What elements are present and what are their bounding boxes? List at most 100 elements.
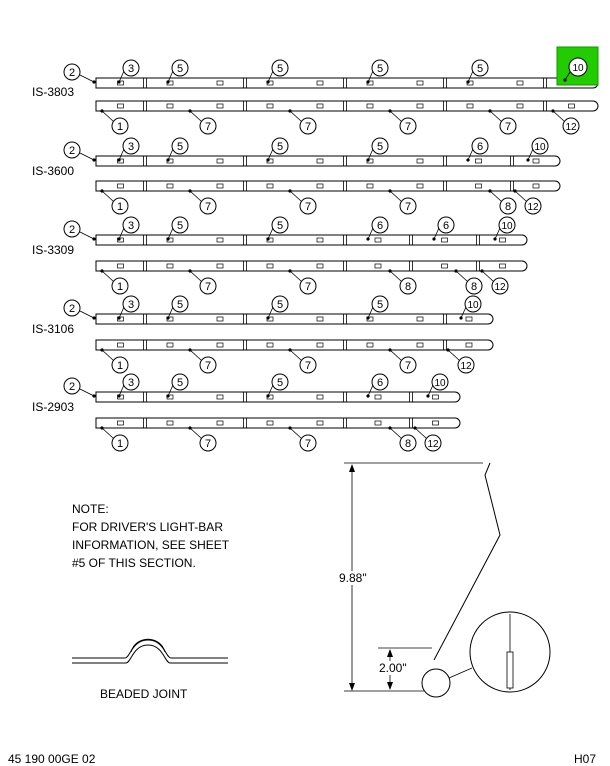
callout-part-5-label: 5 bbox=[477, 63, 483, 75]
callout-part-5-label: 5 bbox=[377, 63, 383, 75]
leader-line bbox=[118, 227, 125, 240]
leader-line bbox=[494, 227, 501, 240]
leader-dot bbox=[563, 78, 567, 82]
callout-part-10: 10 bbox=[426, 373, 449, 398]
callout-part-10-circle bbox=[531, 137, 549, 155]
mounting-slot bbox=[416, 158, 424, 164]
callout-part-5-label: 5 bbox=[277, 63, 283, 75]
mounting-slot bbox=[466, 103, 474, 109]
callout-part-7-label: 7 bbox=[205, 281, 211, 293]
callout-part-2-circle bbox=[63, 220, 81, 238]
leader-line bbox=[79, 388, 95, 397]
leader-dot bbox=[166, 316, 170, 320]
callout-part-6: 6 bbox=[366, 216, 389, 241]
mounting-slot bbox=[499, 237, 506, 243]
leader-line bbox=[79, 231, 95, 240]
mounting-slot bbox=[117, 394, 124, 400]
leader-dot bbox=[513, 189, 517, 193]
callout-part-6-label: 6 bbox=[443, 220, 449, 232]
callout-part-2-circle bbox=[63, 299, 81, 317]
callout-part-7-circle bbox=[199, 277, 217, 295]
callout-part-7-label: 7 bbox=[305, 281, 311, 293]
callout-part-1-circle bbox=[111, 356, 129, 374]
callout-part-6-circle bbox=[437, 216, 455, 234]
callout-part-1: 1 bbox=[100, 109, 129, 135]
mounting-slot bbox=[516, 80, 524, 86]
callout-part-12-circle bbox=[491, 277, 509, 295]
mounting-slot bbox=[441, 237, 448, 243]
callout-part-5: 5 bbox=[266, 137, 289, 162]
callout-part-8: 8 bbox=[388, 269, 417, 295]
leader-dot bbox=[266, 237, 270, 241]
leader-dot bbox=[166, 80, 170, 84]
leader-line bbox=[460, 306, 467, 319]
callout-part-2-circle bbox=[63, 63, 81, 81]
callout-part-7-circle bbox=[499, 117, 517, 135]
leader-line bbox=[489, 190, 502, 202]
callout-part-8-label: 8 bbox=[505, 201, 511, 213]
callout-part-10: 10 bbox=[493, 216, 516, 241]
note-line: FOR DRIVER'S LIGHT-BAR bbox=[72, 520, 223, 534]
leader-line bbox=[189, 427, 202, 439]
leader-line bbox=[289, 190, 302, 202]
leader-dot bbox=[288, 269, 292, 273]
mounting-slot bbox=[475, 158, 482, 164]
callout-part-1: 1 bbox=[100, 269, 129, 295]
callout-part-7: 7 bbox=[388, 109, 417, 135]
leader-line bbox=[389, 190, 402, 202]
callout-part-3: 3 bbox=[117, 137, 140, 162]
mounting-slot bbox=[166, 103, 174, 109]
callout-part-7-label: 7 bbox=[305, 201, 311, 213]
mounting-slot bbox=[166, 183, 174, 189]
callout-part-7: 7 bbox=[488, 109, 517, 135]
leader-dot bbox=[188, 426, 192, 430]
upper-bar bbox=[95, 234, 528, 246]
callout-part-1-label: 1 bbox=[117, 438, 123, 450]
callout-part-8-label: 8 bbox=[471, 281, 477, 293]
callout-part-7-label: 7 bbox=[205, 201, 211, 213]
leader-line bbox=[189, 270, 202, 282]
leader-dot bbox=[188, 269, 192, 273]
leader-line bbox=[167, 306, 174, 319]
mounting-slot bbox=[374, 237, 382, 243]
callout-part-7-label: 7 bbox=[205, 121, 211, 133]
mounting-slot bbox=[216, 183, 224, 189]
callout-part-10: 10 bbox=[459, 295, 482, 320]
callout-part-12: 12 bbox=[513, 189, 542, 215]
mounting-slot bbox=[216, 420, 224, 426]
callout-part-7: 7 bbox=[288, 348, 317, 374]
leader-dot bbox=[388, 189, 392, 193]
leader-dot bbox=[117, 158, 121, 162]
callout-part-3-circle bbox=[122, 59, 140, 77]
callout-part-3-label: 3 bbox=[128, 220, 134, 232]
mounting-slot bbox=[117, 183, 124, 189]
callout-part-8-label: 8 bbox=[405, 438, 411, 450]
callout-part-5-circle bbox=[371, 295, 389, 313]
leader-line bbox=[289, 427, 302, 439]
leader-line bbox=[414, 427, 427, 439]
callout-part-5: 5 bbox=[466, 59, 489, 84]
mounting-slot bbox=[416, 183, 424, 189]
leader-line bbox=[467, 148, 474, 161]
mounting-slot bbox=[316, 80, 324, 86]
leader-dot bbox=[454, 269, 458, 273]
callout-part-3: 3 bbox=[117, 59, 140, 84]
callout-part-10-circle bbox=[464, 295, 482, 313]
callout-part-8: 8 bbox=[488, 189, 517, 215]
leader-line bbox=[367, 148, 374, 161]
callout-part-12: 12 bbox=[413, 426, 442, 452]
callout-part-8-label: 8 bbox=[405, 281, 411, 293]
callout-part-1-label: 1 bbox=[117, 201, 123, 213]
mounting-slot bbox=[117, 342, 124, 348]
mounting-slot bbox=[216, 394, 224, 400]
callout-part-8-circle bbox=[465, 277, 483, 295]
callout-part-5-circle bbox=[171, 373, 189, 391]
leader-line bbox=[101, 349, 114, 361]
joint-profile-line bbox=[72, 644, 228, 664]
callout-part-5: 5 bbox=[166, 59, 189, 84]
mounting-slot bbox=[366, 183, 374, 189]
mounting-slot bbox=[216, 263, 224, 269]
callout-part-5-label: 5 bbox=[377, 141, 383, 153]
leader-dot bbox=[413, 426, 417, 430]
callout-part-7: 7 bbox=[388, 348, 417, 374]
